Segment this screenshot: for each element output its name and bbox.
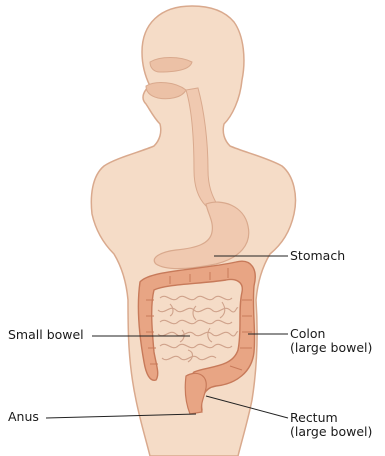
rectum-label-sub: (large bowel) bbox=[290, 425, 372, 439]
rectum-label: Rectum (large bowel) bbox=[290, 411, 372, 439]
anus-label: Anus bbox=[8, 410, 39, 424]
rectum-label-main: Rectum bbox=[290, 410, 338, 425]
stomach-label: Stomach bbox=[290, 249, 345, 263]
colon-label-sub: (large bowel) bbox=[290, 341, 372, 355]
colon-label: Colon (large bowel) bbox=[290, 327, 372, 355]
colon-label-main: Colon bbox=[290, 326, 325, 341]
small-bowel-label: Small bowel bbox=[8, 328, 84, 342]
